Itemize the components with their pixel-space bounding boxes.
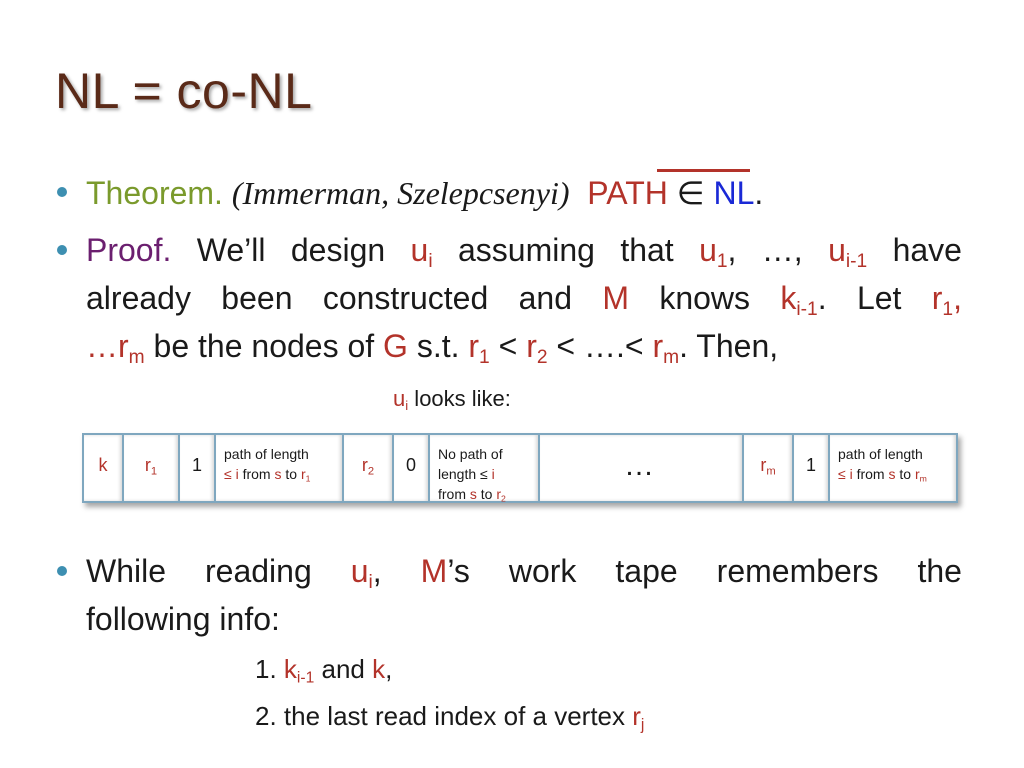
- slide-title: NL = co-NL: [55, 63, 313, 119]
- var-rm: …rm: [86, 328, 145, 368]
- var-r2: r2: [526, 328, 548, 368]
- text: < ….<: [547, 328, 653, 364]
- theorem-attribution: (Immerman, Szelepcsenyi): [231, 175, 570, 211]
- var-G: G: [383, 328, 408, 364]
- path-label: PATH: [587, 175, 668, 211]
- tape-cell-r1: r1: [124, 435, 180, 501]
- word: design: [290, 232, 386, 268]
- proof-line-3: …rm be the nodes of G s.t. r1 < r2 < ….<…: [86, 327, 779, 368]
- var-M-possessive: M’s: [420, 553, 470, 589]
- var-ki-1: ki-1.: [780, 280, 827, 320]
- word: have: [892, 232, 962, 268]
- word: assuming: [457, 232, 595, 268]
- tape-cell-0: 0: [394, 435, 430, 501]
- tape-cell-1-b: 1: [794, 435, 830, 501]
- tape-cell-ellipsis: …: [540, 435, 744, 501]
- text: be the nodes of: [144, 328, 384, 364]
- word: work: [508, 553, 577, 589]
- nl-label: NL: [713, 175, 755, 211]
- proof-line-2: already been constructed and M knows ki-…: [86, 279, 962, 320]
- word: knows: [659, 280, 751, 316]
- list-item-2: 2. the last read index of a vertex rj: [255, 701, 645, 734]
- theorem-line: Theorem. (Immerman, Szelepcsenyi) PATH ∈…: [86, 174, 763, 212]
- bullet-dot-icon: [57, 566, 67, 576]
- word: already: [86, 280, 191, 316]
- proof-line-1: Proof. We’ll design ui assuming that u1,…: [86, 231, 962, 272]
- tape-cell-rm: rm: [744, 435, 794, 501]
- word: been: [221, 280, 293, 316]
- text: s.t.: [407, 328, 469, 364]
- tape-cell-1: 1: [180, 435, 216, 501]
- text: . Then,: [679, 328, 779, 364]
- var-ui-1: ui-1: [828, 232, 868, 272]
- tape-cell-k: k: [84, 435, 124, 501]
- text: looks like:: [408, 386, 511, 411]
- period: .: [754, 175, 764, 211]
- var-u1: u1,: [699, 232, 737, 272]
- while-line-2: following info:: [86, 601, 280, 637]
- bullet-dot-icon: [57, 187, 67, 197]
- list-item-1: 1. ki-1 and k,: [255, 654, 393, 687]
- word: Let: [856, 280, 902, 316]
- var-rm-2: rm: [652, 328, 680, 368]
- word: While: [86, 553, 167, 589]
- word: the: [917, 553, 962, 589]
- var-ui: ui: [393, 386, 409, 413]
- word: constructed: [322, 280, 489, 316]
- word: We’ll: [196, 232, 266, 268]
- proof-label: Proof.: [86, 232, 172, 268]
- tape-cell-r2: r2: [344, 435, 394, 501]
- ellipsis: …,: [761, 232, 803, 268]
- text: <: [489, 328, 527, 364]
- word: that: [620, 232, 674, 268]
- word: and: [518, 280, 572, 316]
- complement-bar: [657, 169, 750, 172]
- word: remembers: [716, 553, 879, 589]
- var-ui: ui,: [350, 553, 382, 593]
- element-of-symbol: ∈: [676, 175, 705, 211]
- theorem-label: Theorem.: [86, 175, 223, 211]
- var-r1: r1,: [931, 280, 962, 320]
- bullet-dot-icon: [57, 245, 67, 255]
- tape-cell-path-r1: path of length≤ i from s to r1: [216, 435, 344, 501]
- tape-diagram: k r1 1 path of length≤ i from s to r1 r2…: [82, 433, 958, 503]
- var-ui: ui: [410, 232, 433, 272]
- word: tape: [615, 553, 678, 589]
- var-M: M: [602, 280, 629, 316]
- word: reading: [205, 553, 312, 589]
- looks-like-caption: ui looks like:: [393, 380, 511, 418]
- tape-cell-path-rm: path of length≤ i from s to rm: [830, 435, 956, 501]
- while-line-1: While reading ui, M’s work tape remember…: [86, 552, 962, 593]
- var-r1: r1: [468, 328, 490, 368]
